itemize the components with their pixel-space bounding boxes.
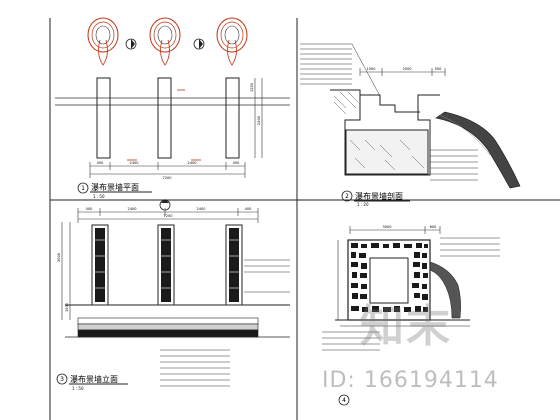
panel-plan-title-block: 1 瀑布景墙平面 1 : 50 [77,182,152,199]
elev-side-dim-1: 3000 [57,253,61,262]
elev-column-left [91,224,109,306]
plan-side-dim-1: 1250 [250,83,254,92]
section-a-dim-1: 1000 [367,67,376,71]
section-a-dim-2: 2500 [403,67,412,71]
panel-section-a-title: 瀑布景墙剖面 [355,191,403,201]
elev-dim-4: 400 [245,207,252,211]
plan-dim-1: 400 [97,161,104,165]
plan-dim-3: 2400 [188,161,197,165]
elev-side-dim-2: 1500 [65,303,69,312]
sheet-frame [49,18,560,420]
elev-foundation [65,304,290,338]
panel-section-a: 1000 2500 500 [300,43,521,207]
plan-dim-2: 2400 [130,161,139,165]
plan-column-left [87,17,119,159]
panel-section-a-scale: 1 : 20 [357,202,369,207]
section-marker-a [125,38,137,50]
section-b-notes [440,237,500,257]
section-b-dim-2: 600 [430,225,437,229]
plan-dimension-chain [89,162,246,178]
section-a-notes [300,43,381,97]
elev-section-marker [159,199,171,211]
panel-elevation-title-block: 3 瀑布景墙立面 1 : 50 [56,373,128,391]
elev-notes [244,259,290,293]
panel-section-b-title-block: 4 [338,394,350,406]
panel-elevation: 400 2400 2400 400 7200 3000 1500 [56,199,290,391]
panel-elevation-number: 3 [60,376,64,383]
plan-dim-total: 7200 [163,176,172,180]
panel-plan-scale: 1 : 50 [93,194,105,199]
section-marker-b [193,38,205,50]
plan-dim-4: 400 [233,161,240,165]
section-b-dim-1: 3000 [383,225,392,229]
panel-elevation-title: 瀑布景墙立面 [70,374,118,384]
section-b-bottom-notes [322,331,380,351]
elev-dim-3: 2400 [197,207,206,211]
section-b-stone-wall [347,239,431,321]
panel-plan: 400 2400 2400 400 7200 1250 2400 1 瀑布景墙平… [55,17,290,199]
panel-section-b-number: 4 [342,397,346,404]
elev-dim-2: 2400 [128,207,137,211]
elev-bottom-notes [160,349,230,387]
panel-section-a-title-block: 2 瀑布景墙剖面 1 : 20 [341,190,410,207]
section-a-hatch [333,91,425,171]
elev-dim-1: 400 [86,207,93,211]
panel-elevation-scale: 1 : 50 [72,386,84,391]
elev-column-right [225,224,243,306]
elev-dim-total: 7200 [164,214,173,218]
elev-column-middle [157,224,175,306]
section-a-notes-right [430,149,478,181]
plan-column-middle [149,17,181,159]
panel-section-b: 3000 600 [322,225,500,406]
section-a-structure [330,89,440,176]
panel-plan-number: 1 [81,185,85,192]
section-b-water [429,261,461,319]
section-a-dim-3: 500 [435,67,442,71]
panel-section-a-number: 2 [345,193,349,200]
plan-side-dim-2: 2400 [257,116,261,125]
water-cascade [435,111,521,189]
plan-column-right [216,17,248,159]
panel-plan-title: 瀑布景墙平面 [91,182,139,192]
